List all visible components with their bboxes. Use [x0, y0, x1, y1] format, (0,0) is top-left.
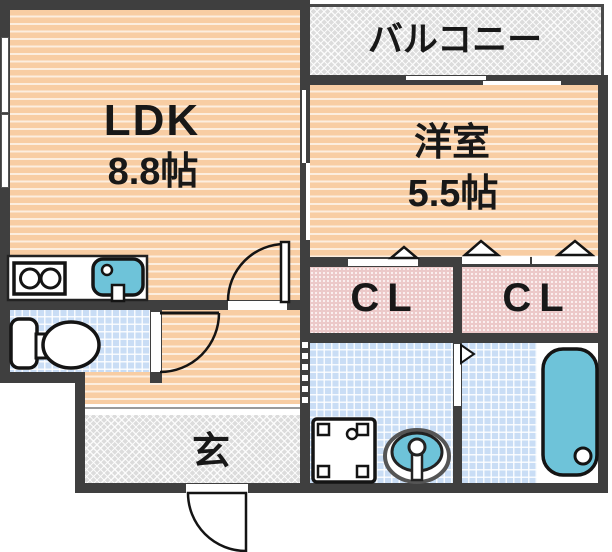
- western-label: 洋室: [413, 122, 491, 164]
- wall-center-vert: [300, 0, 310, 483]
- wall-closet-bottom: [310, 333, 598, 343]
- room-ldk: [10, 10, 300, 300]
- ldk-western-slider-a: [302, 90, 306, 163]
- room-balcony: [306, 4, 604, 75]
- toilet-bowl: [41, 320, 101, 370]
- window-left-upper: [1, 37, 9, 113]
- entrance-label: 玄: [191, 431, 231, 473]
- closet-right-door-marker-2: [554, 239, 596, 257]
- wall-bottom: [75, 483, 608, 493]
- room-western: [310, 85, 598, 257]
- ldk-western-slider-b: [306, 163, 310, 240]
- kitchen-faucet: [110, 283, 126, 303]
- wall-ldk-bottom: [0, 300, 310, 310]
- wall-toilet-bottom: [0, 372, 85, 383]
- wall-bath-divider: [453, 343, 462, 483]
- toilet-tank: [9, 317, 39, 370]
- room-entrance: [85, 415, 300, 483]
- ldk-size-label: 8.8帖: [107, 151, 199, 193]
- closet-right-door-a: [462, 256, 530, 264]
- washing-machine-knob: [345, 427, 359, 441]
- wall-top: [0, 0, 310, 10]
- ldk-door-arc: [226, 242, 286, 302]
- western-size-label: 5.5帖: [407, 173, 499, 215]
- washroom-open-doorway: [302, 342, 308, 406]
- entrance-step-line: [85, 407, 300, 409]
- wall-step-vert: [75, 383, 85, 488]
- closet-left-door: [348, 259, 418, 266]
- bathtub: [541, 347, 599, 477]
- toilet-door-arc: [159, 312, 221, 374]
- closet-right-label: CL: [502, 276, 572, 320]
- ldk-door-panel: [279, 240, 291, 304]
- closet-right-door-b: [532, 256, 598, 264]
- closet-right-door-marker-1: [461, 239, 502, 257]
- balcony-label: バルコニー: [367, 20, 543, 60]
- stove-burner-right: [39, 267, 62, 290]
- washing-machine-foot-tr: [355, 422, 370, 437]
- window-left-lower: [1, 114, 9, 188]
- bathtub-drain: [573, 446, 593, 466]
- entrance-door-opening: [186, 484, 248, 493]
- entrance-step: [85, 404, 300, 415]
- bath-door-marker: [460, 343, 476, 365]
- wall-right: [598, 75, 608, 493]
- washing-machine-foot-bl: [316, 464, 331, 479]
- stove-burner-left: [19, 267, 41, 290]
- washbasin-faucet: [407, 437, 427, 457]
- balcony-window-pane-a: [406, 76, 486, 80]
- bath-door-opening: [454, 344, 461, 406]
- washing-machine-foot-br: [355, 464, 370, 479]
- ldk-door-opening: [228, 301, 287, 310]
- entrance-door-arc: [186, 491, 248, 552]
- ldk-label: LDK: [103, 96, 201, 145]
- wall-left: [0, 0, 10, 383]
- closet-left: [310, 267, 453, 333]
- closet-right: [462, 260, 598, 333]
- balcony-window-pane-b: [483, 81, 561, 85]
- toilet-door-opening: [151, 312, 161, 372]
- wall-balcony-bottom: [310, 75, 598, 85]
- wall-closet-divider: [453, 257, 462, 343]
- kitchen-sink-drain: [100, 263, 114, 277]
- closet-left-door-marker: [387, 245, 421, 260]
- closet-left-label: CL: [350, 276, 420, 320]
- washing-machine-foot-tl: [316, 422, 331, 437]
